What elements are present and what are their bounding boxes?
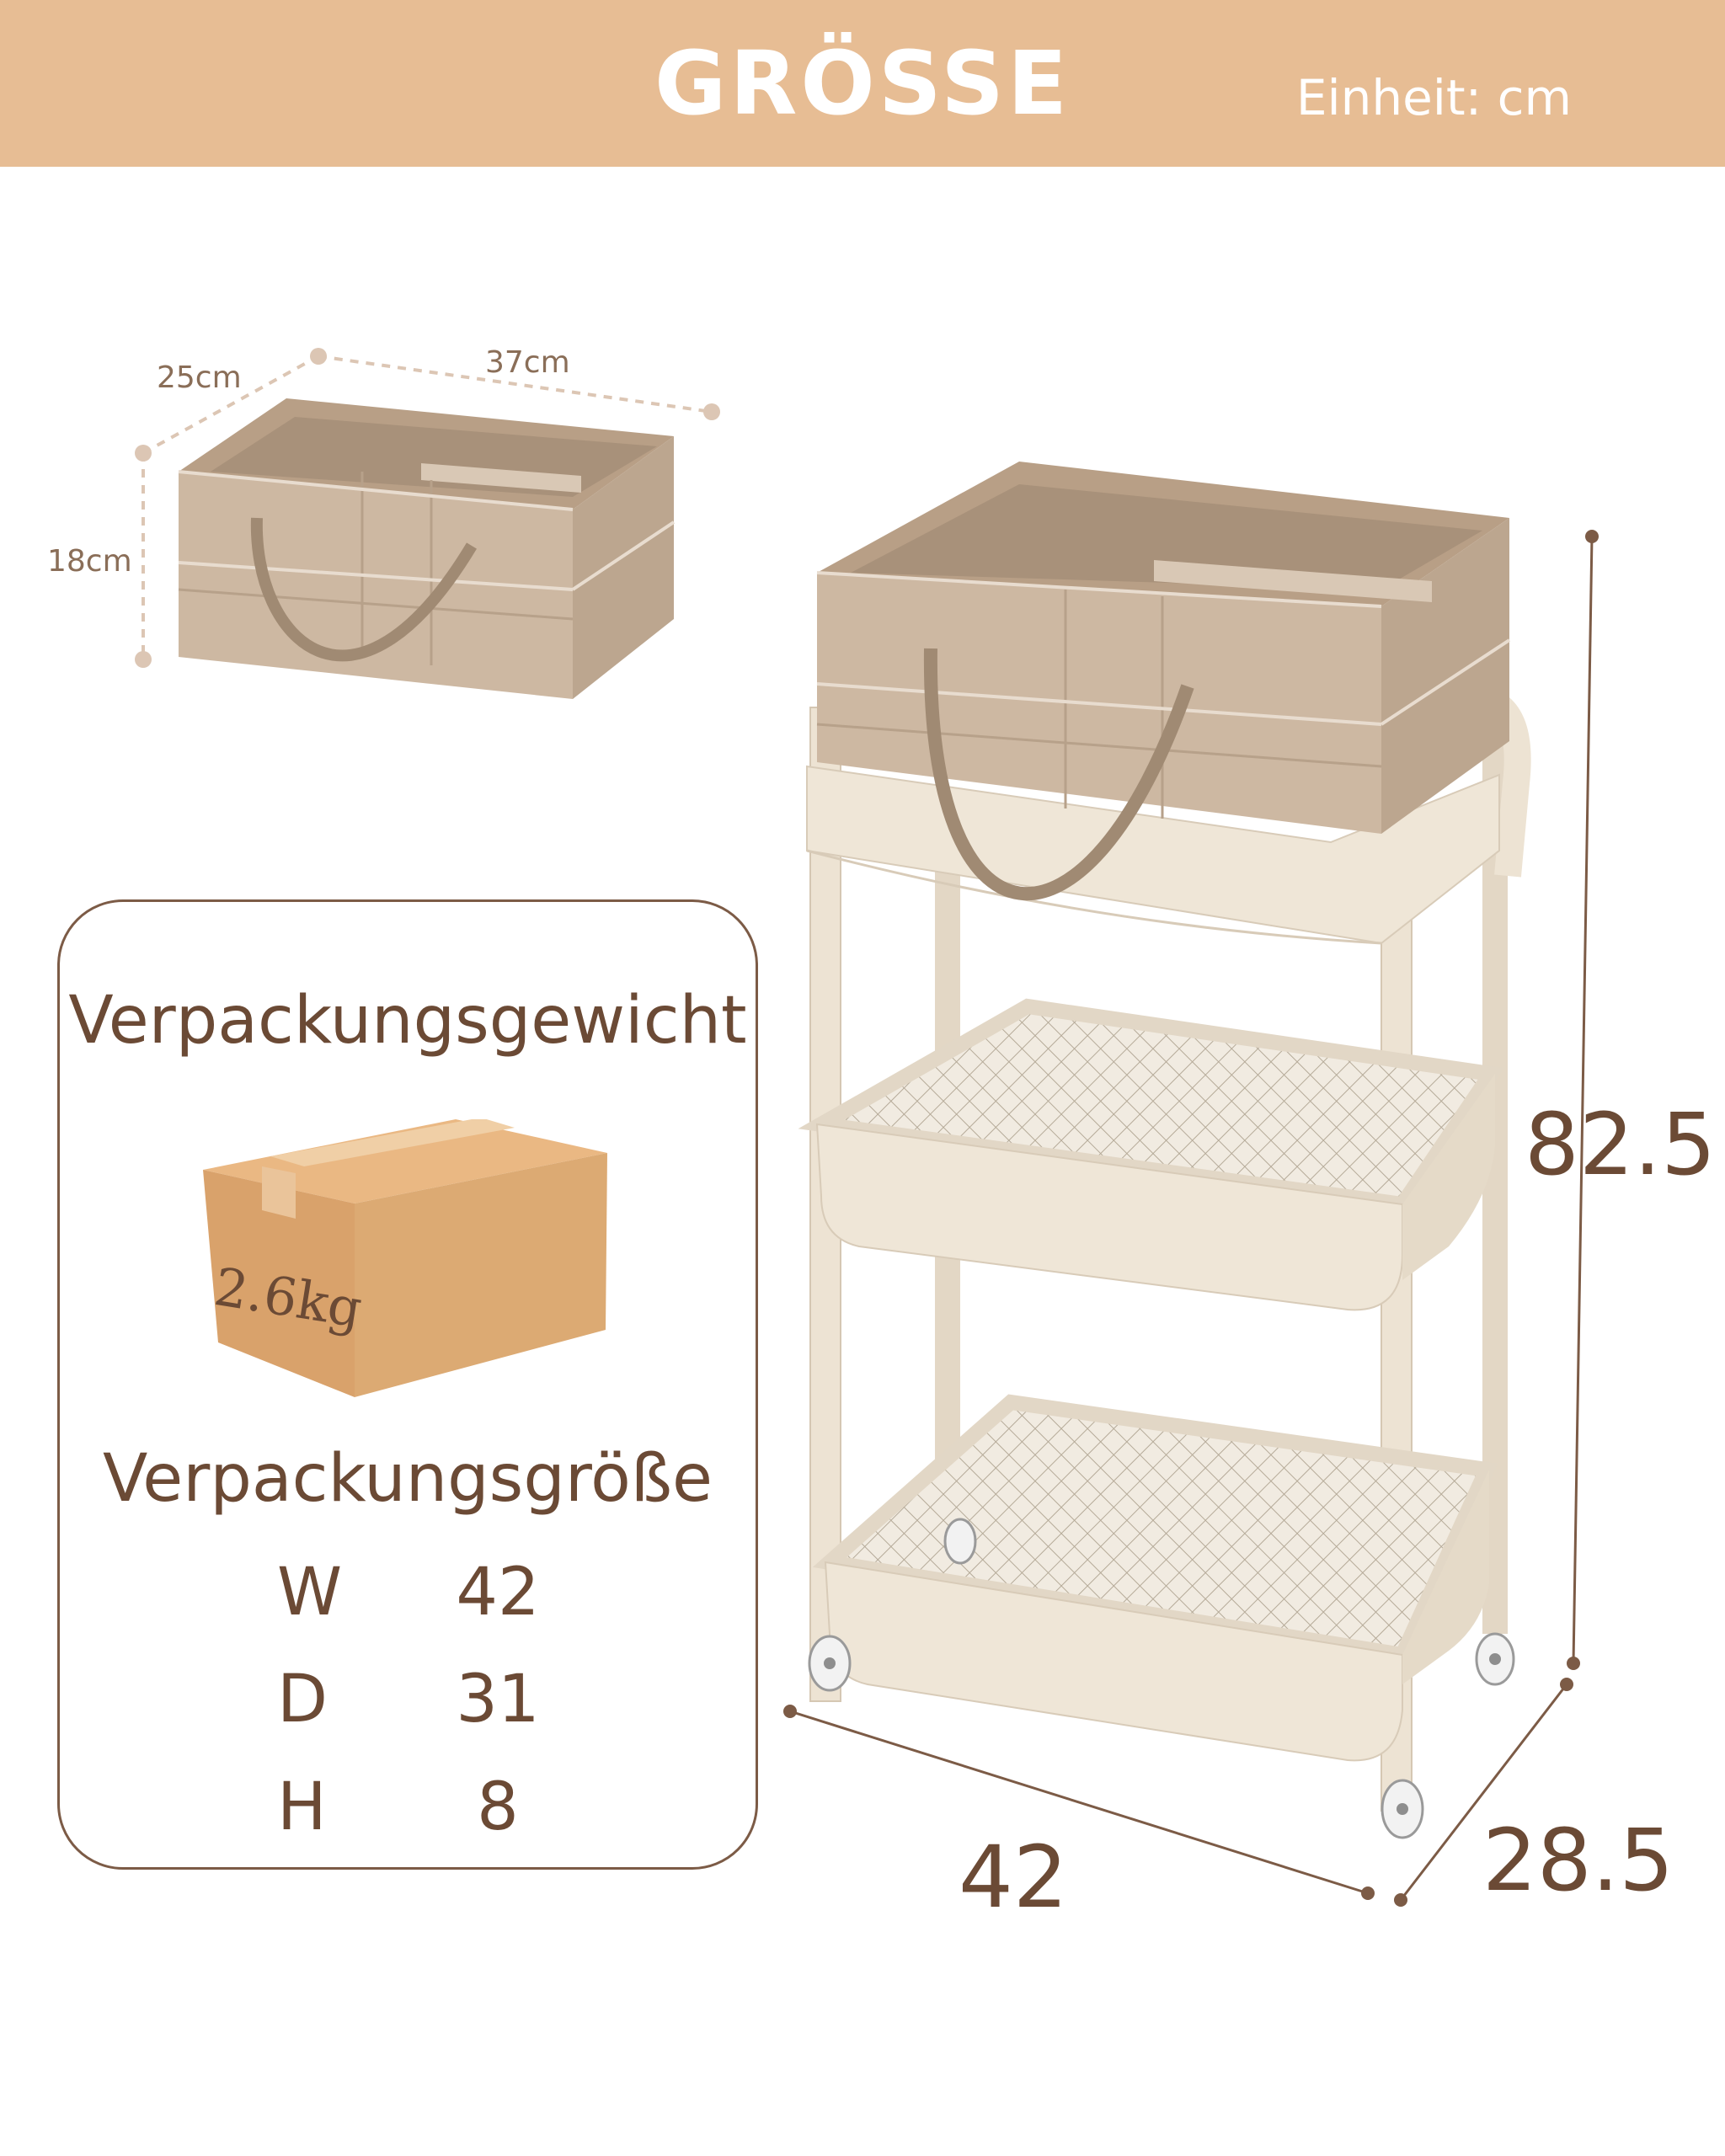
size-value-h: 8	[477, 1769, 519, 1845]
basket-width-line	[318, 355, 713, 414]
package-weight-heading: Verpackungsgewicht	[68, 983, 747, 1059]
cart-height-label: 82.5	[1525, 1095, 1717, 1195]
size-value-w: 42	[456, 1555, 540, 1630]
size-label-w: W	[277, 1555, 343, 1630]
cart-depth-label: 28.5	[1482, 1811, 1674, 1911]
page-title: GRÖSSE	[654, 32, 1071, 135]
header-banner: GRÖSSE Einheit: cm	[0, 0, 1725, 167]
basket-side	[573, 436, 674, 699]
size-value-d: 31	[456, 1662, 540, 1737]
cart-width-label: 42	[959, 1828, 1068, 1928]
basket-front	[179, 472, 573, 699]
package-size-row-depth: D 31	[60, 1662, 756, 1746]
cart-width-line	[789, 1710, 1369, 1895]
basket-height-label: 18cm	[47, 544, 132, 579]
cart-height-line	[1572, 536, 1594, 1664]
cart-depth-line	[1399, 1684, 1568, 1901]
cart-illustration	[783, 462, 1599, 1907]
package-size-row-height: H 8	[60, 1769, 756, 1854]
cart-basket-handle	[923, 648, 1194, 901]
size-label-h: H	[277, 1769, 327, 1845]
unit-label: Einheit: cm	[1295, 69, 1572, 126]
cardboard-box-icon	[203, 1119, 607, 1397]
size-label-d: D	[277, 1662, 328, 1737]
basket-width-label: 37cm	[485, 345, 570, 380]
package-size-heading: Verpackungsgröße	[102, 1441, 713, 1517]
package-info-card: Verpackungsgewicht 2.6kg Verpackungsgröß…	[57, 899, 758, 1870]
basket-illustration	[135, 348, 720, 699]
middle-shelf-front	[815, 1123, 1403, 1311]
package-size-row-width: W 42	[60, 1555, 756, 1639]
basket-depth-label: 25cm	[157, 360, 242, 395]
basket-depth-line	[142, 355, 319, 455]
